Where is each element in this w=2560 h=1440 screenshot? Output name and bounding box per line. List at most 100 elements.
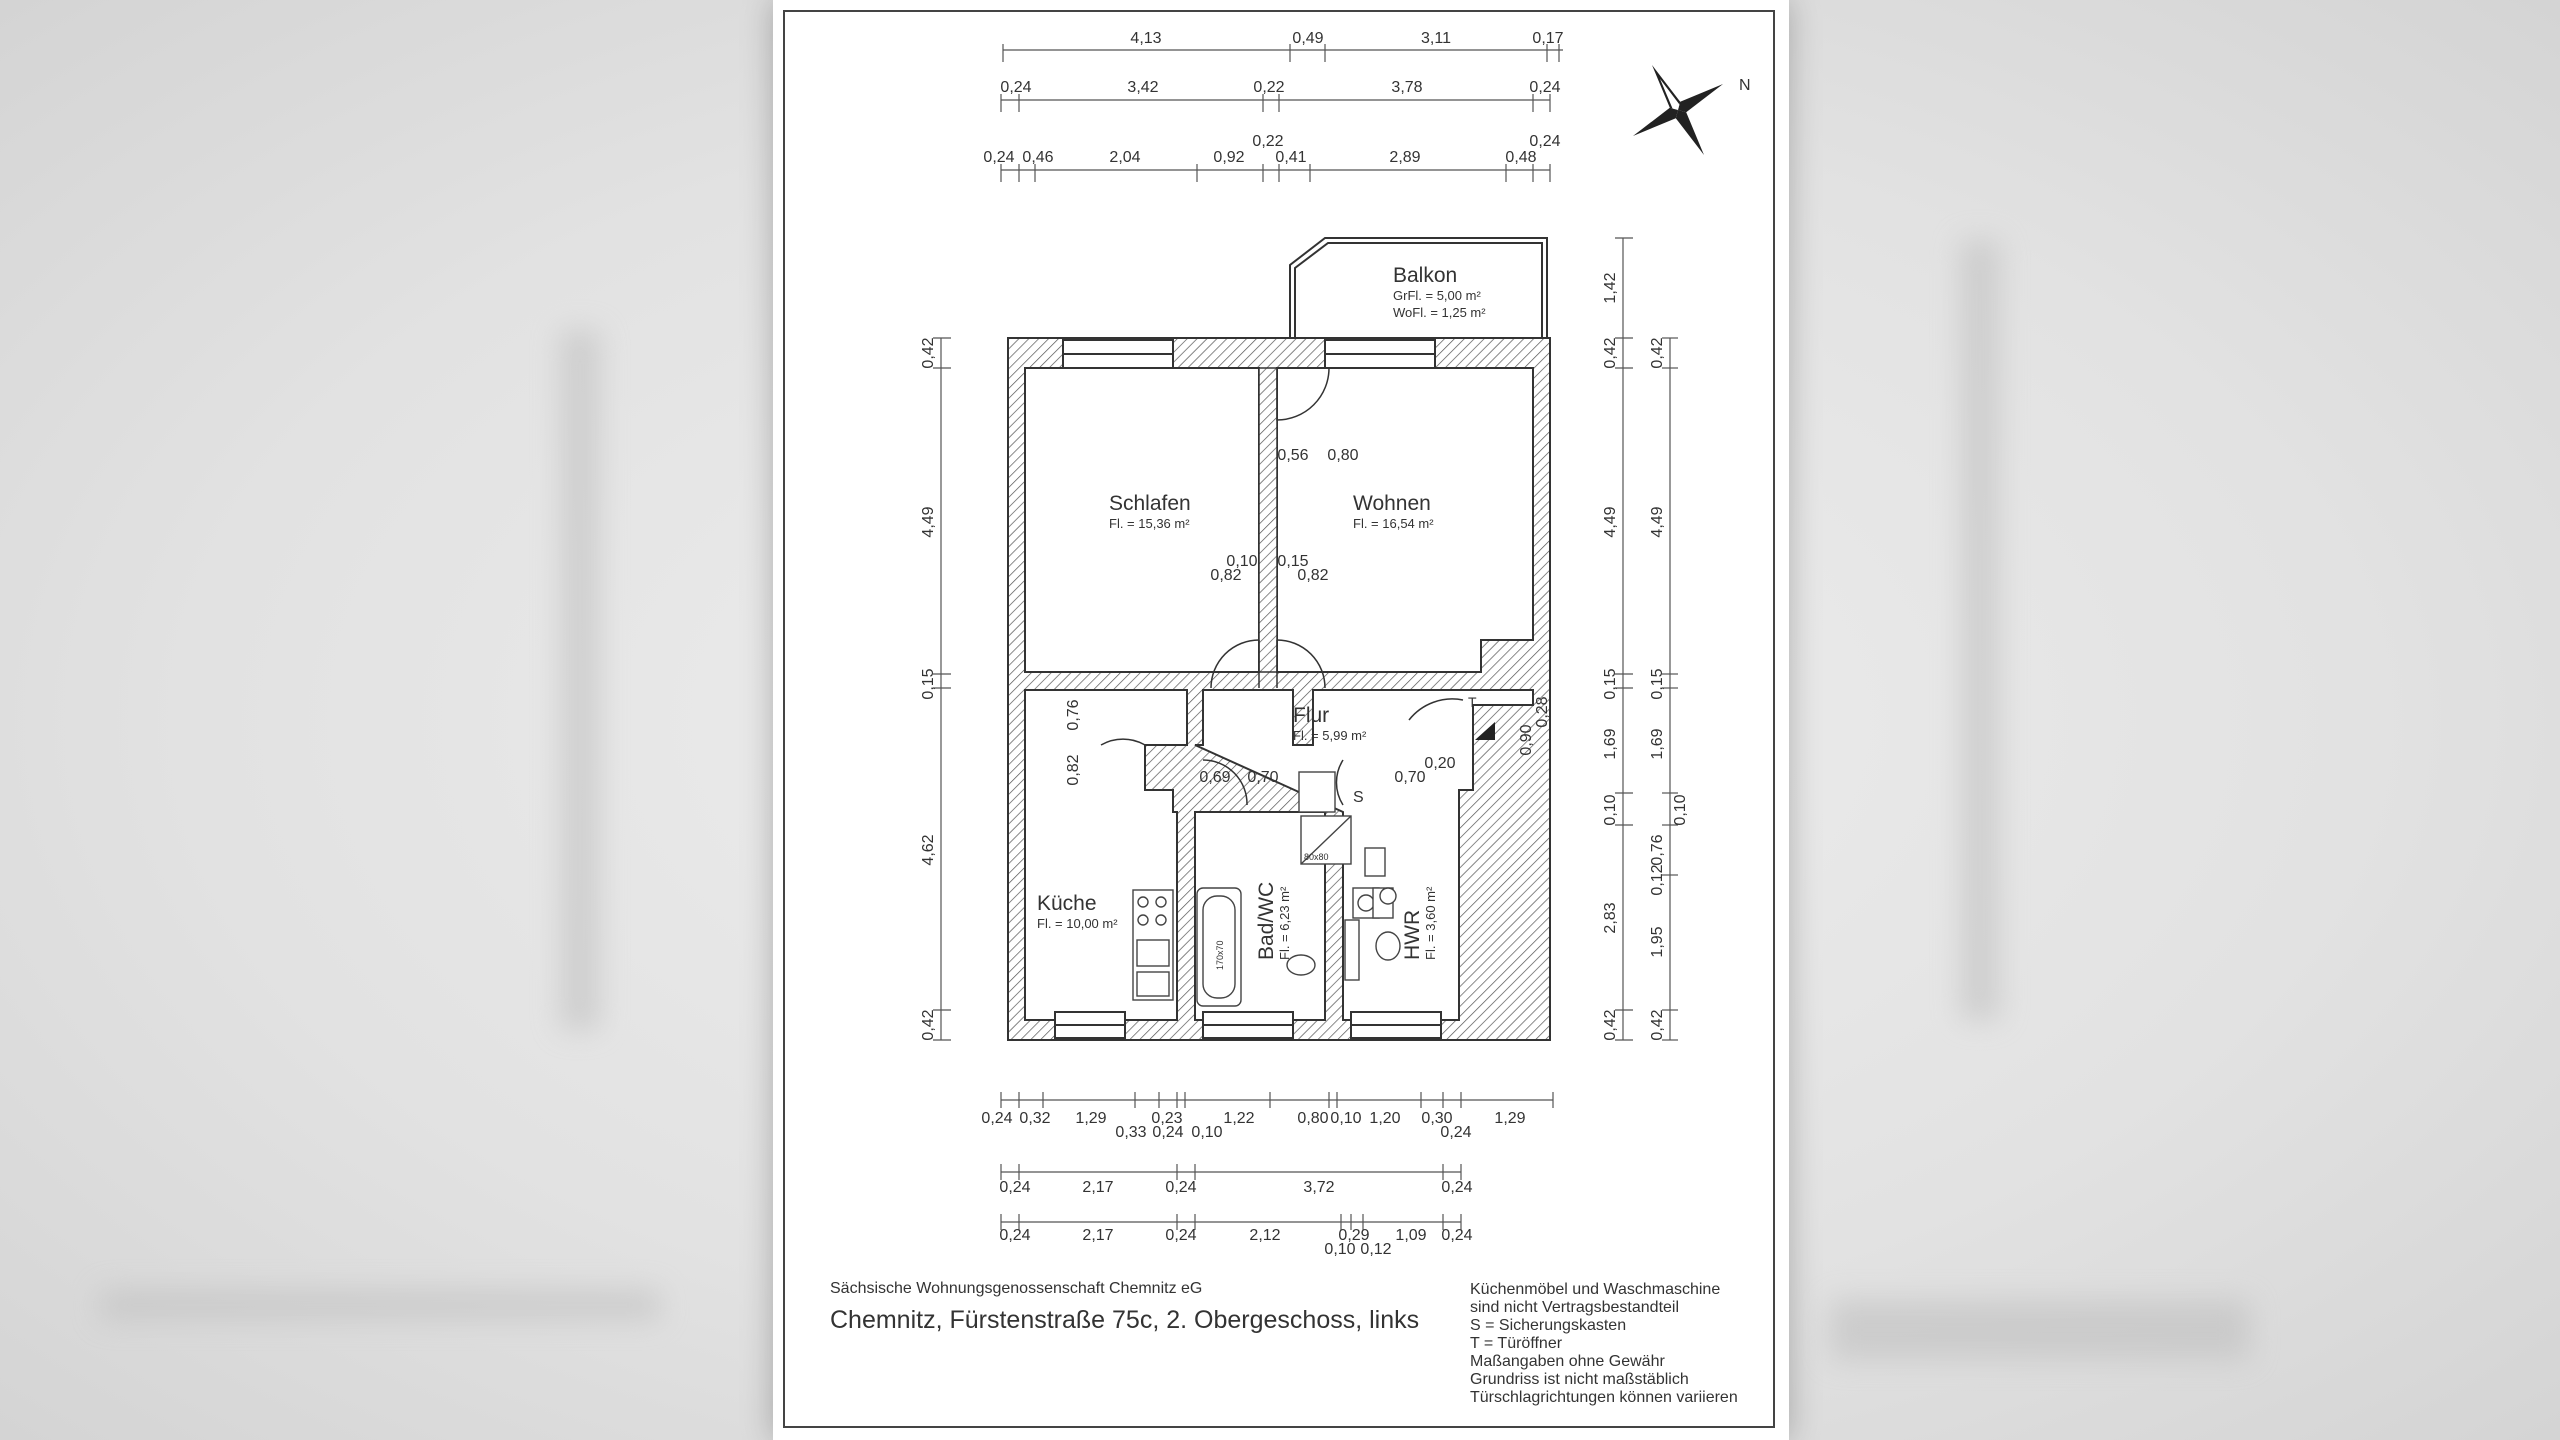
- dimension-labels-bottom: 0,24 0,32 1,29 0,33 0,24 0,23 0,10 1,22 …: [981, 1110, 1525, 1258]
- blurred-background-wall-right: [1960, 240, 2000, 1020]
- dim-bottom-2-0: 0,24: [999, 1179, 1030, 1196]
- dimension-labels-left: 0,42 4,49 0,15 4,62 0,42: [920, 337, 937, 1040]
- dim-bottom-1-11: 0,30: [1421, 1110, 1452, 1127]
- dim-bottom-3-0: 0,24: [999, 1227, 1030, 1244]
- sheet-border: [783, 10, 1775, 1428]
- dim-right-1-7: 0,42: [1602, 1009, 1619, 1040]
- dim-left-2: 0,15: [920, 668, 937, 699]
- dim-bottom-1-5: 0,23: [1151, 1110, 1182, 1127]
- dim-top-3-2: 2,04: [1109, 149, 1140, 166]
- room-name-bad: Bad/WC: [1255, 882, 1278, 960]
- dim-right-2-8: 0,42: [1649, 1009, 1666, 1040]
- dim-bottom-1-6: 0,10: [1191, 1124, 1222, 1141]
- note-line: S = Sicherungskasten: [1470, 1317, 1627, 1334]
- dim-right-2-6: 0,12: [1649, 864, 1666, 895]
- room-name-hwr: HWR: [1401, 910, 1424, 960]
- dim-top-3-8: 0,24: [1529, 133, 1560, 150]
- dim-bottom-1-13: 1,29: [1494, 1110, 1525, 1127]
- dim-bottom-1-4: 0,24: [1152, 1124, 1183, 1141]
- dim-top-1-0: 4,13: [1130, 30, 1161, 47]
- dim-right-2-1: 4,49: [1649, 506, 1666, 537]
- blurred-background-text-left: [100, 1290, 660, 1320]
- dim-right-1-0: 1,42: [1602, 272, 1619, 303]
- dim-right-2-5: 0,76: [1649, 834, 1666, 865]
- dim-top-2-3: 3,78: [1391, 79, 1422, 96]
- room-name-schlafen: Schlafen: [1109, 492, 1191, 515]
- windows: [1054, 339, 1442, 1039]
- room-name-flur: Flur: [1293, 704, 1329, 727]
- dim-bottom-1-0: 0,24: [981, 1110, 1012, 1127]
- dim-right-2-0: 0,42: [1649, 337, 1666, 368]
- dim-top-3-6: 2,89: [1389, 149, 1420, 166]
- balcony-living-area: WoFl. = 1,25 m²: [1393, 305, 1486, 320]
- room-area-kueche: Fl. = 10,00 m²: [1037, 916, 1118, 931]
- dim-left-1: 4,49: [920, 506, 937, 537]
- dim-bottom-1-10: 1,20: [1369, 1110, 1400, 1127]
- dim-right-2-2: 0,15: [1649, 668, 1666, 699]
- dim-inner-3: 0,82: [1210, 567, 1241, 584]
- dim-bottom-3-5: 0,10: [1324, 1241, 1355, 1258]
- dim-left-0: 0,42: [920, 337, 937, 368]
- company-name: Sächsische Wohnungsgenossenschaft Chemni…: [830, 1280, 1203, 1297]
- dim-inner-6: 0,76: [1065, 699, 1082, 730]
- dim-inner-4: 0,15: [1277, 553, 1308, 570]
- floor-plan-drawing: N Schlafen Fl. = 15,36 m² Wohnen Fl. = 1…: [920, 30, 1751, 1258]
- dim-left-4: 0,42: [920, 1009, 937, 1040]
- dimension-lines-bottom: [1000, 1092, 1554, 1230]
- note-line: Türschlagrichtungen können variieren: [1470, 1389, 1738, 1406]
- room-area-flur: Fl. = 5,99 m²: [1293, 728, 1367, 743]
- dim-top-2-1: 3,42: [1127, 79, 1158, 96]
- dim-top-1-2: 3,11: [1421, 30, 1451, 47]
- door-swings: [1100, 367, 1464, 806]
- dim-inner-5: 0,82: [1297, 567, 1328, 584]
- room-name-kueche: Küche: [1037, 892, 1097, 915]
- dim-bottom-3-2: 0,24: [1165, 1227, 1196, 1244]
- dim-bottom-2-1: 2,17: [1082, 1179, 1113, 1196]
- dim-top-3-3: 0,92: [1213, 149, 1244, 166]
- dim-top-3-1: 0,46: [1022, 149, 1053, 166]
- dim-inner-10: 0,70: [1394, 769, 1425, 786]
- property-address: Chemnitz, Fürstenstraße 75c, 2. Obergesc…: [830, 1306, 1420, 1334]
- dim-top-3-4: 0,22: [1252, 133, 1283, 150]
- bathtub-size: 170x70: [1215, 940, 1225, 970]
- dim-bottom-2-4: 0,24: [1441, 1179, 1472, 1196]
- dim-bottom-3-3: 2,12: [1249, 1227, 1280, 1244]
- dim-left-3: 4,62: [920, 834, 937, 865]
- dim-bottom-2-2: 0,24: [1165, 1179, 1196, 1196]
- plan-notes: Küchenmöbel und Waschmaschine sind nicht…: [1470, 1281, 1770, 1407]
- dim-top-3-5: 0,41: [1275, 149, 1306, 166]
- dim-bottom-1-12: 0,24: [1440, 1124, 1471, 1141]
- room-area-schlafen: Fl. = 15,36 m²: [1109, 516, 1190, 531]
- dim-bottom-3-8: 0,24: [1441, 1227, 1472, 1244]
- dim-right-1-6: 2,83: [1602, 902, 1619, 933]
- dim-bottom-2-3: 3,72: [1303, 1179, 1334, 1196]
- door-opener-symbol: T: [1468, 694, 1477, 710]
- dim-right-1-2: 4,49: [1602, 506, 1619, 537]
- dim-top-3-7: 0,48: [1505, 149, 1536, 166]
- bathroom-fixtures: [1196, 771, 1401, 1007]
- dim-right-2-7: 1,95: [1649, 926, 1666, 957]
- dim-inner-2: 0,10: [1226, 553, 1257, 570]
- dim-inner-12: 0,90: [1518, 724, 1535, 755]
- balcony-outline: [1289, 237, 1548, 338]
- entrance-arrow-icon: [1475, 722, 1495, 740]
- room-name-wohnen: Wohnen: [1353, 492, 1431, 515]
- dim-top-2-4: 0,24: [1529, 79, 1560, 96]
- dim-inner-7: 0,82: [1065, 754, 1082, 785]
- kitchen-fixtures: [1132, 889, 1174, 1001]
- fusebox-symbol: S: [1353, 789, 1364, 806]
- dim-bottom-1-1: 0,32: [1019, 1110, 1050, 1127]
- room-area-bad: Fl. = 6,23 m²: [1277, 886, 1292, 960]
- room-area-wohnen: Fl. = 16,54 m²: [1353, 516, 1434, 531]
- dim-top-2-2: 0,22: [1253, 79, 1284, 96]
- compass-letter: N: [1739, 77, 1751, 94]
- dim-inner-13: 0,28: [1534, 696, 1551, 727]
- balcony-gross-area: GrFl. = 5,00 m²: [1393, 288, 1481, 303]
- note-line: sind nicht Vertragsbestandteil: [1470, 1299, 1680, 1316]
- note-line: Maßangaben ohne Gewähr: [1470, 1353, 1665, 1370]
- note-line: T = Türöffner: [1470, 1335, 1563, 1352]
- room-area-hwr: Fl. = 3,60 m²: [1423, 886, 1438, 960]
- shower-size: 80x80: [1304, 852, 1329, 862]
- dim-top-1-3: 0,17: [1532, 30, 1563, 47]
- dim-right-1-3: 0,15: [1602, 668, 1619, 699]
